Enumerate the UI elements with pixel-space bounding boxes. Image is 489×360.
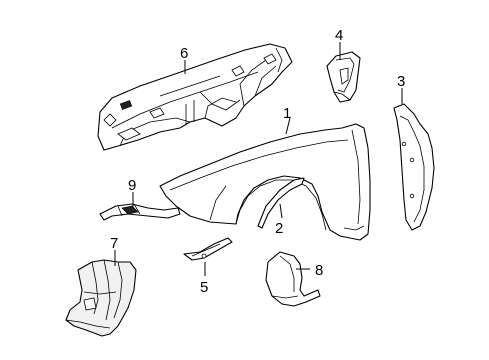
part-6-cowl-assembly <box>97 43 293 151</box>
callout-5: 5 <box>200 279 208 296</box>
callout-7: 7 <box>110 235 118 252</box>
part-5-rail-bracket <box>183 237 233 261</box>
leader-1 <box>285 117 291 135</box>
part-2-wheel-molding <box>257 177 305 229</box>
callout-6: 6 <box>180 45 188 62</box>
callout-8: 8 <box>315 262 323 279</box>
leader-2 <box>279 203 283 219</box>
part-3-seal-panel <box>393 103 435 231</box>
part-8-rear-shield <box>265 251 321 307</box>
callout-3: 3 <box>397 73 405 90</box>
part-1-fender <box>159 123 371 241</box>
callout-4: 4 <box>335 27 343 44</box>
part-7-splash-shield <box>65 259 137 337</box>
callout-labels: 1 2 3 4 5 6 7 8 9 <box>110 27 405 296</box>
part-9-lower-molding <box>99 203 181 221</box>
callout-1: 1 <box>283 105 291 122</box>
callout-2: 2 <box>275 220 283 237</box>
leader-lines <box>114 42 403 276</box>
part-4-bracket <box>326 51 361 103</box>
callout-9: 9 <box>128 177 136 194</box>
